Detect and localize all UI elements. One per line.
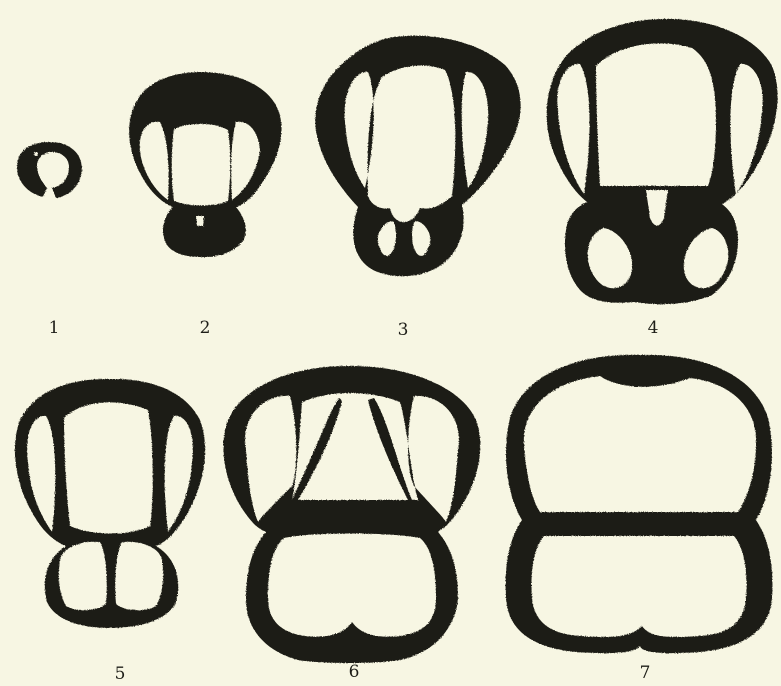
cross-section-3 [315,36,520,276]
figure-2-label: 2 [200,318,211,338]
cross-section-7 [506,355,773,653]
figure-5-label: 5 [115,664,126,684]
cross-section-4 [547,19,778,304]
figure-6-label: 6 [349,662,360,682]
figure-1-label: 1 [49,318,60,338]
cross-section-1 [17,142,82,198]
cross-section-6 [223,366,480,663]
cross-section-2 [129,72,281,257]
figure-3-label: 3 [398,320,409,340]
cross-section-5 [15,379,205,628]
figure-4-label: 4 [648,318,659,338]
figure-7-label: 7 [640,663,651,683]
